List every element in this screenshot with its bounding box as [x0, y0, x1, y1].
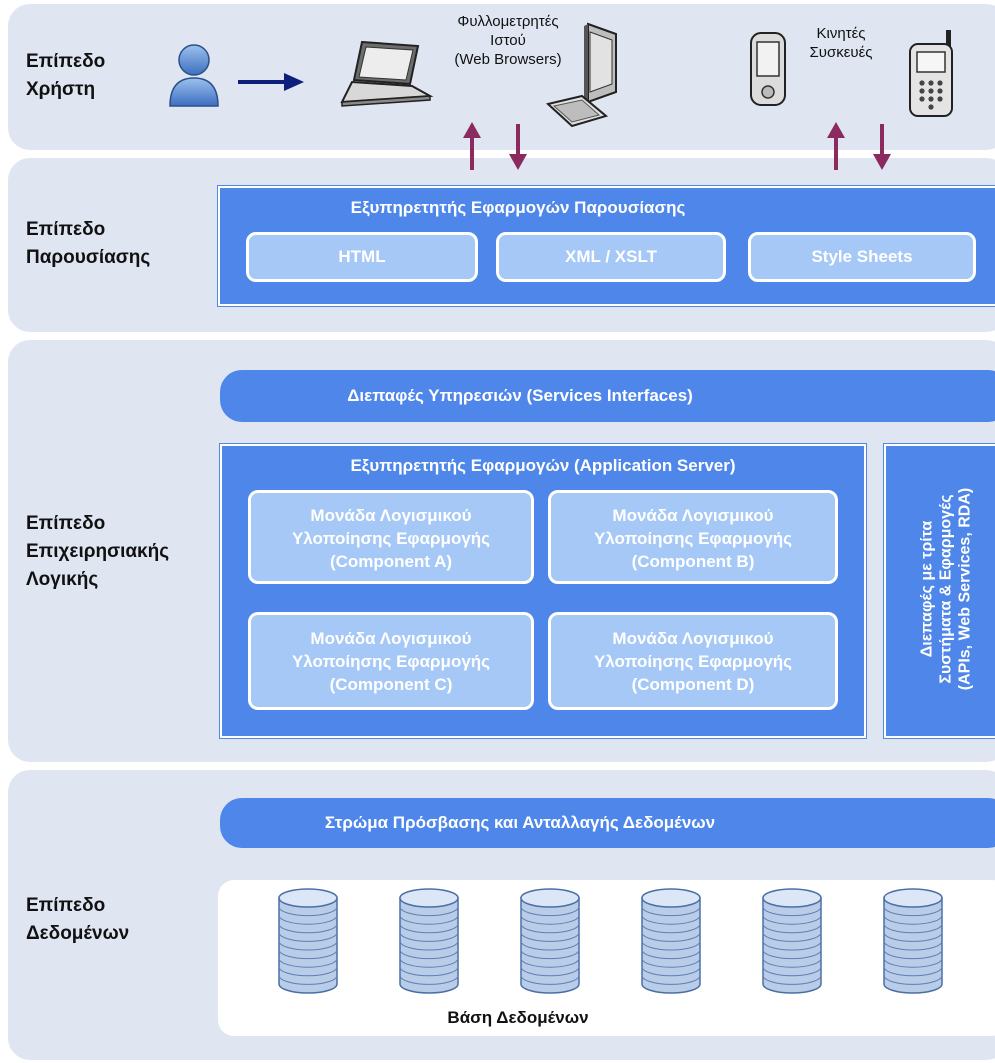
database-icon [520, 888, 580, 994]
component-c-box: Μονάδα Λογισμικού Υλοποίησης Εφαρμογής (… [248, 612, 534, 710]
data-layer-label: Επίπεδο Δεδομένων [26, 895, 130, 944]
application-server-title: Εξυπηρετητής Εφαρμογών (Application Serv… [350, 456, 736, 475]
database-icon [399, 888, 459, 994]
database-panel [218, 880, 995, 1036]
database-icon [762, 888, 822, 994]
component-d-box: Μονάδα Λογισμικού Υλοποίησης Εφαρμογής (… [548, 612, 838, 710]
web-browsers-caption: Φυλλομετρητές Ιστού (Web Browsers) [454, 13, 562, 68]
flow-arrows-browsers [463, 122, 527, 170]
database-icon [883, 888, 943, 994]
database-icon [278, 888, 338, 994]
laptop-icon [340, 40, 434, 107]
presentation-item-style-sheets: Style Sheets [748, 232, 976, 282]
desktop-computer-icon [545, 22, 617, 128]
presentation-server-title: Εξυπηρετητής Εφαρμογών Παρουσίασης [350, 198, 686, 217]
third-party-interfaces-text: Διεπαφές με τρίτα Συστήματα & Εφαρμογές … [918, 487, 974, 691]
presentation-item-html: HTML [246, 232, 478, 282]
component-a-box: Μονάδα Λογισμικού Υλοποίησης Εφαρμογής (… [248, 490, 534, 584]
mobile-phone-icon [909, 30, 953, 117]
logic-layer-label: Επίπεδο Επιχειρησιακής Λογικής [26, 513, 170, 590]
presentation-layer-label: Επίπεδο Παρουσίασης [26, 219, 151, 268]
pda-icon [750, 32, 786, 106]
user-icon [169, 44, 219, 107]
mobile-devices-caption: Κινητές Συσκευές [809, 25, 873, 61]
database-row [278, 888, 943, 994]
data-access-layer-bar: Στρώμα Πρόσβασης και Ανταλλαγής Δεδομένω… [220, 798, 995, 848]
services-interfaces-bar: Διεπαφές Υπηρεσιών (Services Interfaces) [220, 370, 995, 422]
database-label: Βάση Δεδομένων [447, 1008, 589, 1027]
third-party-interfaces-box [884, 444, 995, 738]
flow-arrows-mobile [827, 122, 891, 170]
presentation-item-xml-xslt: XML / XSLT [496, 232, 726, 282]
user-layer-band [8, 4, 995, 150]
component-b-box: Μονάδα Λογισμικού Υλοποίησης Εφαρμογής (… [548, 490, 838, 584]
database-icon [641, 888, 701, 994]
user-layer-label: Επίπεδο Χρήστη [26, 51, 106, 100]
user-to-browser-arrow [238, 73, 304, 91]
